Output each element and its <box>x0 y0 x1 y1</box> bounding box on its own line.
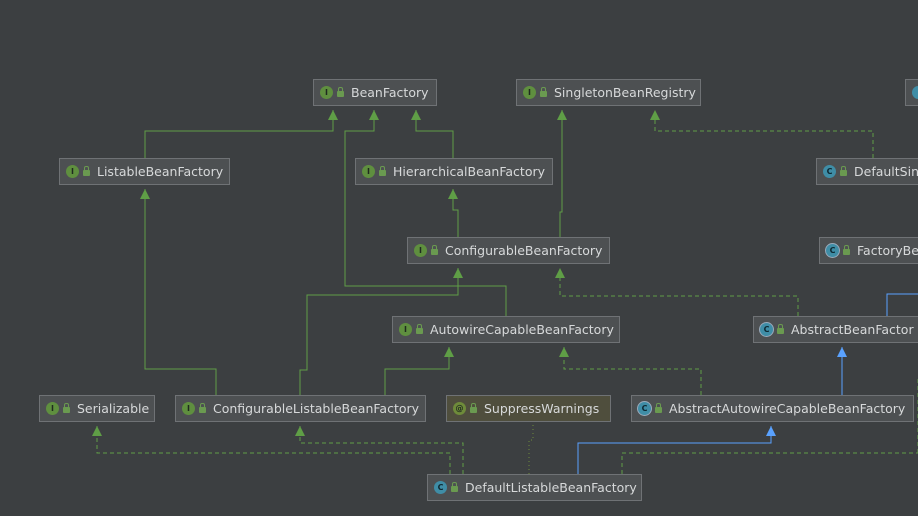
node-label: ConfigurableBeanFactory <box>445 243 603 258</box>
edge-abstractautowire-to-autowire <box>559 347 702 395</box>
edge-configurable-to-hierarchical <box>448 189 459 237</box>
edge-autowire-to-beanfactory <box>344 110 507 316</box>
interface-icon: I <box>46 402 59 415</box>
interface-icon: I <box>523 86 536 99</box>
edge-abstractbean-to-configurable <box>555 268 799 316</box>
edge-defaultlistable-to-serializable <box>92 426 451 474</box>
lock-icon <box>431 244 438 255</box>
node-label: DefaultListableBeanFactory <box>465 480 637 495</box>
node-singletonbeanregistry[interactable]: I SingletonBeanRegistry <box>516 79 701 106</box>
edge-defaultlistable-to-abstractautowire <box>577 426 776 474</box>
node-label: ListableBeanFactory <box>97 164 224 179</box>
node-label: AbstractBeanFactor <box>791 322 914 337</box>
node-label: SingletonBeanRegistry <box>554 85 696 100</box>
lock-icon <box>337 86 344 97</box>
interface-icon: I <box>66 165 79 178</box>
lock-icon <box>63 402 70 413</box>
node-label: HierarchicalBeanFactory <box>393 164 546 179</box>
node-abstractautowirecapablebeanfactory[interactable]: C AbstractAutowireCapableBeanFactory <box>631 395 914 422</box>
node-label: AbstractAutowireCapableBeanFactory <box>669 401 906 416</box>
lock-icon <box>416 323 423 334</box>
node-defaultsingletonbeanregistry[interactable]: C DefaultSin <box>816 158 918 185</box>
edge-cfglistable-to-autowire <box>384 347 454 395</box>
interface-icon: I <box>399 323 412 336</box>
edge-abstractbean-to-factorybean <box>886 293 918 316</box>
edge-defaultlistable-to-cfglistable <box>295 426 464 474</box>
node-beanfactory[interactable]: I BeanFactory <box>313 79 437 106</box>
node-label: FactoryBe <box>857 243 918 258</box>
lock-icon <box>655 402 662 413</box>
interface-icon: I <box>362 165 375 178</box>
edge-configurable-to-singleton <box>557 110 567 237</box>
class-icon: C <box>823 165 836 178</box>
node-top-right-partial[interactable] <box>905 79 918 106</box>
node-autowirecapablebeanfactory[interactable]: I AutowireCapableBeanFactory <box>392 316 620 343</box>
node-label: BeanFactory <box>351 85 429 100</box>
lock-icon <box>199 402 206 413</box>
edge-listable-to-beanfactory <box>144 110 338 158</box>
lock-icon <box>379 165 386 176</box>
lock-icon <box>470 402 477 413</box>
node-label: ConfigurableListableBeanFactory <box>213 401 420 416</box>
annotation-icon: @ <box>453 402 466 415</box>
node-suppresswarnings[interactable]: @ SuppressWarnings <box>446 395 611 422</box>
abstract-class-icon: C <box>760 323 773 336</box>
node-label: SuppressWarnings <box>484 401 600 416</box>
node-label: AutowireCapableBeanFactory <box>430 322 614 337</box>
lock-icon <box>451 481 458 492</box>
edge-cfglistable-to-configurable <box>299 268 463 395</box>
node-label: DefaultSin <box>854 164 918 179</box>
node-label: Serializable <box>77 401 150 416</box>
node-hierarchicalbeanfactory[interactable]: I HierarchicalBeanFactory <box>355 158 553 185</box>
node-serializable[interactable]: I Serializable <box>39 395 155 422</box>
edge-defaultlistable-to-offscreen <box>621 452 918 474</box>
abstract-class-icon: C <box>638 402 651 415</box>
node-configurablebeanfactory[interactable]: I ConfigurableBeanFactory <box>407 237 610 264</box>
lock-icon <box>540 86 547 97</box>
interface-icon: I <box>182 402 195 415</box>
interface-icon: I <box>320 86 333 99</box>
edge-defaultsingleton-to-singleton <box>650 110 874 158</box>
class-icon <box>912 86 918 99</box>
edge-defaultlistable-to-suppresswarnings <box>528 421 534 474</box>
lock-icon <box>83 165 90 176</box>
interface-icon: I <box>414 244 427 257</box>
abstract-class-icon: C <box>826 244 839 257</box>
node-abstractbeanfactory[interactable]: C AbstractBeanFactor <box>753 316 918 343</box>
node-defaultlistablebeanfactory[interactable]: C DefaultListableBeanFactory <box>427 474 642 501</box>
node-configurablelistablebeanfactory[interactable]: I ConfigurableListableBeanFactory <box>175 395 426 422</box>
class-icon: C <box>434 481 447 494</box>
lock-icon <box>777 323 784 334</box>
lock-icon <box>843 244 850 255</box>
lock-icon <box>840 165 847 176</box>
node-factorybeanregistrysupport[interactable]: C FactoryBe <box>819 237 918 264</box>
edge-hierarchical-to-beanfactory <box>411 110 454 158</box>
node-listablebeanfactory[interactable]: I ListableBeanFactory <box>59 158 230 185</box>
edge-cfglistable-to-listable <box>140 189 217 395</box>
